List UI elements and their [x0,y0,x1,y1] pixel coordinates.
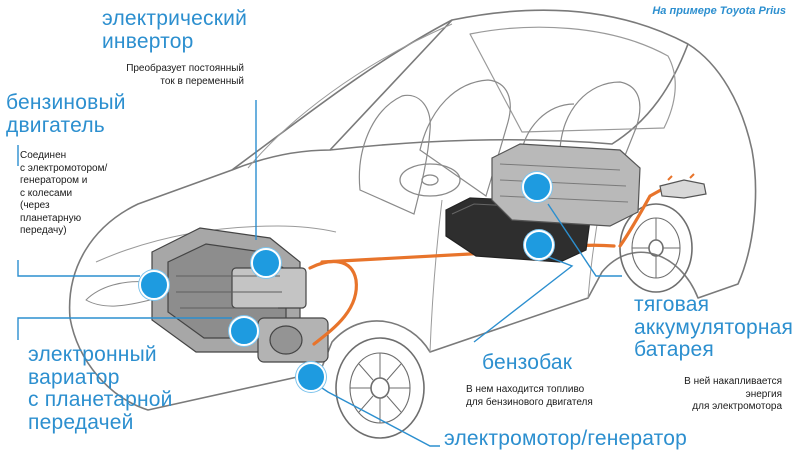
battery-description: В ней накапливается энергия для электром… [640,376,782,414]
inverter-description: Преобразует постоянный ток в переменный [94,63,244,88]
battery-desc-line: энергия [745,388,782,400]
leader-lines [17,100,622,447]
engine-title-line: бензиновый [6,91,126,114]
battery-title-line: тяговая [634,293,710,316]
tank-desc-line: для бензинового двигателя [466,396,593,408]
tank-description: В нем находится топливо для бензинового … [466,384,593,409]
variator-title-line: электронный [28,343,157,366]
variator-title-line: вариатор [28,365,120,389]
variator-title-line: передачей [28,411,134,435]
engine-desc-line: с колесами [20,187,73,199]
leader-battery [547,203,622,277]
inverter-title-line: электрический [102,7,248,30]
marker-tank [524,230,554,260]
engine-description: Соединен с электромотором/ генератором и… [20,150,107,238]
leader-variator [17,317,232,340]
engine-title-line: двигатель [6,113,105,137]
engine-desc-line: с электромотором/ [20,162,108,174]
battery-title-line: батарея [634,338,714,362]
front-wheel [335,337,425,439]
motor-title-line: электромотор/генератор [444,427,688,450]
engine-desc-line: генератором и [20,175,88,186]
engine-title: бензиновый двигатель [6,91,126,137]
battery-desc-line: для электромотора [692,401,782,412]
tank-title: бензобак [482,351,573,375]
steering-wheel [399,163,461,197]
variator-title: электронный вариатор с планетарной перед… [28,343,173,435]
leader-tank [473,255,574,343]
tank-title-line: бензобак [482,351,573,374]
inverter-title-line: инвертор [102,29,194,53]
leader-motor [315,383,440,447]
rear-wheel [619,203,693,293]
marker-engine [139,270,169,300]
engine-desc-line: планетарную [20,212,82,224]
tank-desc-line: В нем находится топливо [466,384,585,395]
inverter-desc-line: ток в переменный [160,75,244,87]
inverter-desc-line: Преобразует постоянный [126,63,244,74]
battery-title: тяговая аккумуляторная батарея [634,293,794,362]
marker-inverter [251,248,281,278]
leader-engine [17,145,140,277]
car-body [68,9,757,411]
variator-title-line: с планетарной [28,388,173,412]
inverter-title: электрический инвертор [102,7,248,53]
motor-title: электромотор/генератор [444,427,688,450]
source-note: На примере Toyota Prius [652,5,786,17]
marker-battery [522,172,552,202]
battery-desc-line: В ней накапливается [684,376,782,387]
engine-desc-line: передачу) [20,225,67,236]
marker-variator [229,316,259,346]
battery-title-line: аккумуляторная [634,315,794,339]
battery-pack-shape [491,143,707,227]
engine-desc-line: Соединен [20,150,67,161]
marker-motor [296,362,326,392]
engine-desc-line: (через [20,200,50,211]
